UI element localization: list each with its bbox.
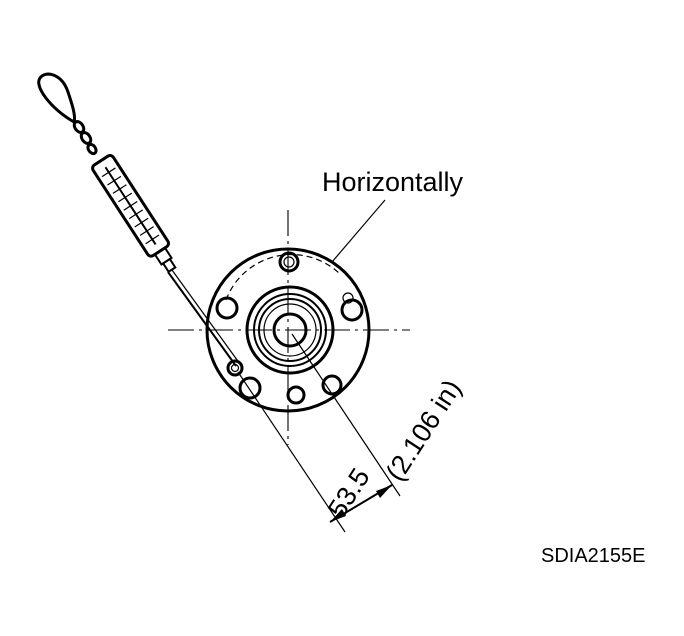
hub-bearing-ring [263,303,317,357]
stud-hole [283,256,295,268]
hub-bearing-ring [253,293,327,367]
spring-scale [37,72,241,367]
dimension-value-in: (2.106 in) [380,374,467,486]
stud-hole [286,385,306,405]
hub-bearing-outer [245,285,335,375]
stud-hole [342,292,354,304]
scale-wire [167,271,237,367]
axle-hub [168,210,410,445]
hub-center-bore [272,312,308,348]
dimension-arrow [376,485,392,498]
scale-wire [171,269,241,365]
stud-hole [215,296,239,320]
scale-hook-loop [37,72,76,125]
stud-hole [340,298,364,322]
dimension-arrow [330,509,346,522]
extension-line [291,333,401,497]
stud-hole [226,359,244,377]
figure-code: SDIA2155E [541,545,646,567]
chain-link [86,142,98,156]
dimension-markup [237,333,401,533]
scale-body [91,154,177,274]
callout-leader [331,199,386,263]
stud-hole [278,251,300,273]
dimension-value-mm: 53.5 [322,463,376,523]
hub-flange [205,247,371,413]
extension-line [237,371,346,533]
callout-label: Horizontally [322,167,464,197]
hub-bearing-ring [258,298,322,362]
chain-link [79,131,93,145]
stud-hole [238,376,262,400]
stud-hole [230,363,240,373]
